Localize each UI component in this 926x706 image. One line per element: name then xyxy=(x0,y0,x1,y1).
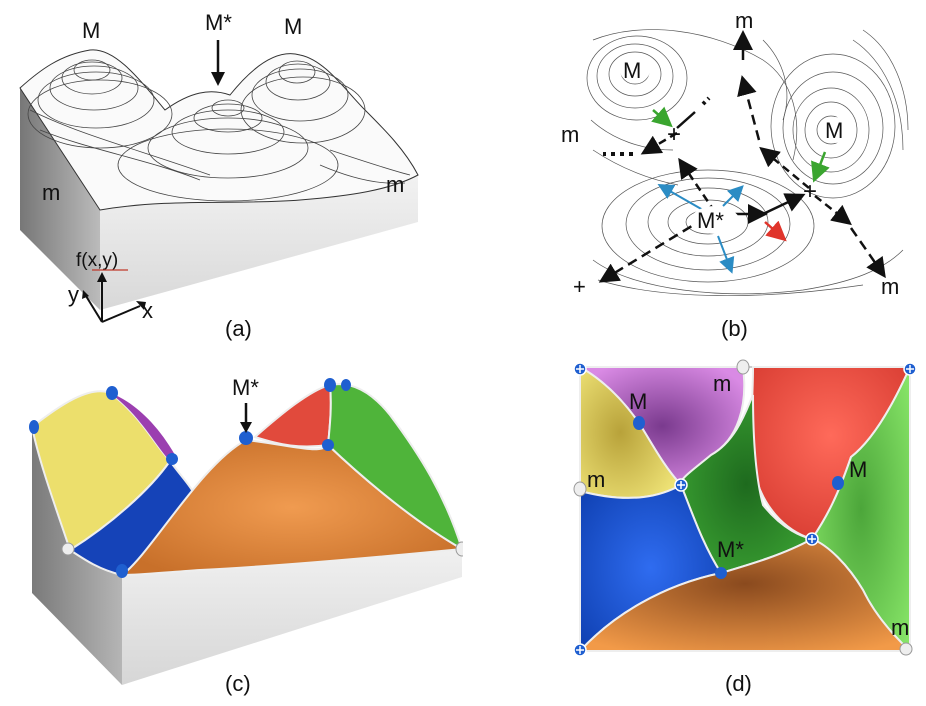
terrain-side-face xyxy=(20,88,100,310)
caption-a: (a) xyxy=(225,316,252,341)
caption-d: (d) xyxy=(725,671,752,696)
label-min-right: m xyxy=(386,172,404,197)
terrain-front-face xyxy=(122,549,462,685)
axis-z-head-icon xyxy=(97,272,107,282)
arrow-green-2 xyxy=(811,151,830,183)
label-max-right: M xyxy=(849,457,867,482)
saddle-left-icon: + xyxy=(667,121,681,148)
label-max-center: M* xyxy=(697,208,724,233)
panel-a: M M* M m m f(x,y) y x (a) xyxy=(19,10,419,341)
axis-y-head-icon xyxy=(82,290,89,299)
region-orange xyxy=(577,537,913,652)
bubble-max-center xyxy=(691,206,739,234)
label-max-center: M* xyxy=(205,10,232,35)
terrain-front-face xyxy=(100,175,418,310)
critical-points xyxy=(29,378,463,578)
contour-lines xyxy=(27,59,411,202)
panel-b: + + m M M m M* + m (b) xyxy=(561,8,909,341)
label-max-center: M* xyxy=(232,375,259,400)
caption-c: (c) xyxy=(225,671,251,696)
arrow-blue-3 xyxy=(717,235,735,274)
region-red xyxy=(253,383,332,448)
bubble-max-left xyxy=(620,57,650,83)
label-func: f(x,y) xyxy=(76,250,118,271)
saddle-icons xyxy=(573,362,917,657)
label-min-left: m xyxy=(42,180,60,205)
terrain-surface xyxy=(19,49,419,211)
label-axis-x: x xyxy=(142,298,153,323)
arrow-blue-2 xyxy=(722,185,744,207)
label-min-left: m xyxy=(587,467,605,492)
arrow-head-icon xyxy=(240,422,252,433)
panel-c: M* (c) xyxy=(29,375,463,696)
saddle-right-icon: + xyxy=(803,178,817,205)
arrow-blue-1 xyxy=(657,184,704,211)
label-axis-y: y xyxy=(68,282,79,307)
label-max-right: M xyxy=(825,118,843,143)
axis-x-head-icon xyxy=(136,301,146,310)
caption-b: (b) xyxy=(721,316,748,341)
label-max-left: M xyxy=(82,18,100,43)
axes-icon xyxy=(85,278,141,323)
label-max-top: M xyxy=(629,389,647,414)
arrow-red xyxy=(764,220,787,242)
arrow-green-1 xyxy=(651,106,673,128)
bubble-max-right xyxy=(820,117,850,143)
region-purple xyxy=(110,393,175,461)
critical-points xyxy=(573,359,913,656)
label-max-right: M xyxy=(284,14,302,39)
label-min-bottom-right: m xyxy=(881,274,899,299)
label-max-center: M* xyxy=(717,537,744,562)
panel-d: M m m M M* m (d) xyxy=(573,359,917,696)
arrow-head-icon xyxy=(211,72,225,86)
label-saddle-bottom: + xyxy=(573,274,586,299)
label-max-left: M xyxy=(623,58,641,83)
label-min-left: m xyxy=(561,122,579,147)
label-min-top: m xyxy=(735,8,753,33)
label-min-top: m xyxy=(713,371,731,396)
label-min-bottom-right: m xyxy=(891,615,909,640)
